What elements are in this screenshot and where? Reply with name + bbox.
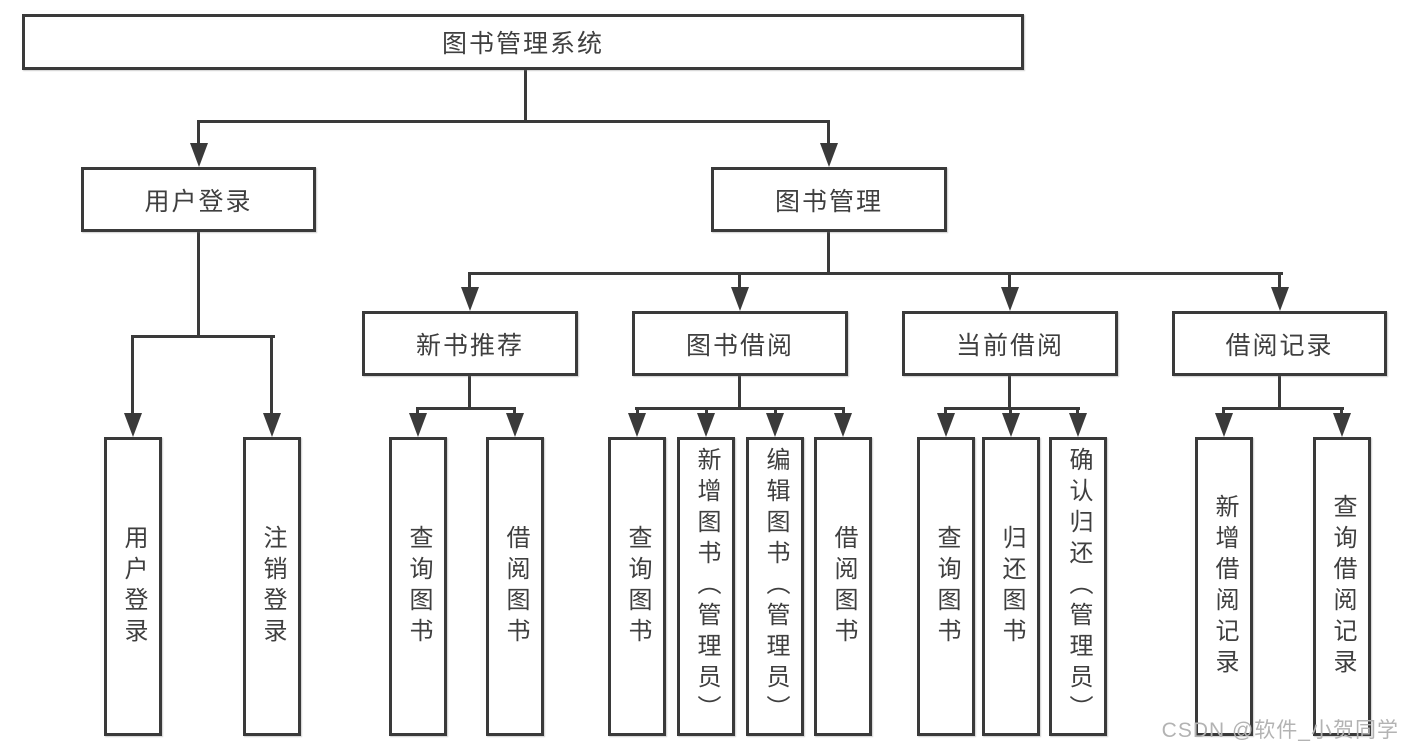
connector-stub — [197, 120, 200, 145]
leaf-borrowing-edit-book-admin: 编辑图书（管理员） — [746, 437, 804, 736]
leaf-current-query-book-label: 查询图书 — [933, 524, 960, 649]
arrowhead-down-icon — [1271, 287, 1289, 311]
leaf-borrowing-query-book-label: 查询图书 — [624, 524, 651, 649]
leaf-logout: 注销登录 — [243, 437, 301, 736]
leaf-recommend-query-book: 查询图书 — [389, 437, 447, 736]
arrowhead-down-icon — [628, 413, 646, 437]
connector-stub — [774, 407, 777, 416]
connector-root-hline — [197, 120, 830, 123]
leaf-record-query-label: 查询借阅记录 — [1329, 493, 1356, 680]
connector-borrow-hline — [635, 407, 845, 410]
leaf-borrowing-borrow-book-label: 借阅图书 — [830, 524, 857, 649]
leaf-current-confirm-return-admin-label: 确认归还（管理员） — [1065, 447, 1092, 726]
connector-stub — [270, 335, 273, 415]
leaf-borrowing-add-book-admin-label: 新增图书（管理员） — [693, 447, 720, 726]
node-root-label: 图书管理系统 — [441, 30, 604, 58]
connector-stub — [1278, 272, 1281, 290]
leaf-user-login: 用户登录 — [104, 437, 162, 736]
leaf-borrowing-edit-book-admin-label: 编辑图书（管理员） — [762, 447, 789, 726]
connector-stub — [1222, 407, 1225, 416]
connector-rec-hline — [416, 407, 516, 410]
arrowhead-down-icon — [1001, 287, 1019, 311]
connector-mgmt-hline — [468, 272, 1283, 275]
leaf-user-login-label: 用户登录 — [120, 524, 147, 649]
node-new-book-recommend: 新书推荐 — [362, 311, 578, 376]
node-book-borrowing: 图书借阅 — [632, 311, 848, 376]
node-borrowing-records-label: 借阅记录 — [1225, 331, 1334, 360]
arrowhead-down-icon — [820, 143, 838, 167]
arrowhead-down-icon — [937, 413, 955, 437]
leaf-current-return-book: 归还图书 — [982, 437, 1040, 736]
leaf-record-add: 新增借阅记录 — [1195, 437, 1253, 736]
arrowhead-down-icon — [409, 413, 427, 437]
connector-login-trunk — [197, 232, 200, 338]
leaf-record-add-label: 新增借阅记录 — [1211, 493, 1238, 680]
leaf-recommend-borrow-book-label: 借阅图书 — [502, 524, 529, 649]
node-book-management-label: 图书管理 — [774, 187, 883, 216]
connector-record-trunk — [1278, 376, 1281, 410]
connector-rec-trunk — [468, 376, 471, 410]
leaf-record-query: 查询借阅记录 — [1313, 437, 1371, 736]
connector-stub — [738, 272, 741, 290]
arrowhead-down-icon — [766, 413, 784, 437]
arrowhead-down-icon — [1333, 413, 1351, 437]
connector-root-trunk — [524, 70, 527, 123]
connector-stub — [1008, 272, 1011, 290]
connector-stub — [1076, 407, 1079, 416]
leaf-current-confirm-return-admin: 确认归还（管理员） — [1049, 437, 1107, 736]
node-book-management: 图书管理 — [711, 167, 947, 232]
connector-borrow-trunk — [738, 376, 741, 410]
arrowhead-down-icon — [263, 413, 281, 437]
leaf-borrowing-borrow-book: 借阅图书 — [814, 437, 872, 736]
connector-stub — [131, 335, 134, 415]
node-current-borrowing-label: 当前借阅 — [955, 331, 1064, 360]
connector-stub — [1340, 407, 1343, 416]
connector-stub — [842, 407, 845, 416]
arrowhead-down-icon — [124, 413, 142, 437]
arrowhead-down-icon — [834, 413, 852, 437]
arrowhead-down-icon — [1215, 413, 1233, 437]
leaf-logout-label: 注销登录 — [259, 524, 286, 649]
connector-stub — [468, 272, 471, 290]
leaf-borrowing-add-book-admin: 新增图书（管理员） — [677, 437, 735, 736]
connector-stub — [513, 407, 516, 416]
node-borrowing-records: 借阅记录 — [1172, 311, 1387, 376]
arrowhead-down-icon — [1069, 413, 1087, 437]
connector-login-hline — [131, 335, 275, 338]
leaf-current-query-book: 查询图书 — [917, 437, 975, 736]
arrowhead-down-icon — [731, 287, 749, 311]
connector-current-hline — [944, 407, 1080, 410]
arrowhead-down-icon — [697, 413, 715, 437]
leaf-current-return-book-label: 归还图书 — [998, 524, 1025, 649]
arrowhead-down-icon — [461, 287, 479, 311]
node-book-borrowing-label: 图书借阅 — [685, 331, 794, 360]
connector-stub — [1009, 407, 1012, 416]
connector-stub — [416, 407, 419, 416]
node-new-book-recommend-label: 新书推荐 — [415, 331, 524, 360]
leaf-recommend-borrow-book: 借阅图书 — [486, 437, 544, 736]
watermark: CSDN @软件_小贺同学 — [1161, 719, 1399, 742]
connector-current-trunk — [1008, 376, 1011, 410]
connector-stub — [944, 407, 947, 416]
leaf-borrowing-query-book: 查询图书 — [608, 437, 666, 736]
node-current-borrowing: 当前借阅 — [902, 311, 1118, 376]
arrowhead-down-icon — [1002, 413, 1020, 437]
connector-record-hline — [1222, 407, 1344, 410]
node-user-login-label: 用户登录 — [144, 187, 253, 216]
node-user-login: 用户登录 — [81, 167, 316, 232]
connector-mgmt-trunk — [827, 232, 830, 275]
arrowhead-down-icon — [190, 143, 208, 167]
connector-stub — [636, 407, 639, 416]
leaf-recommend-query-book-label: 查询图书 — [405, 524, 432, 649]
connector-stub — [705, 407, 708, 416]
node-root: 图书管理系统 — [22, 14, 1024, 70]
connector-stub — [827, 120, 830, 145]
arrowhead-down-icon — [506, 413, 524, 437]
